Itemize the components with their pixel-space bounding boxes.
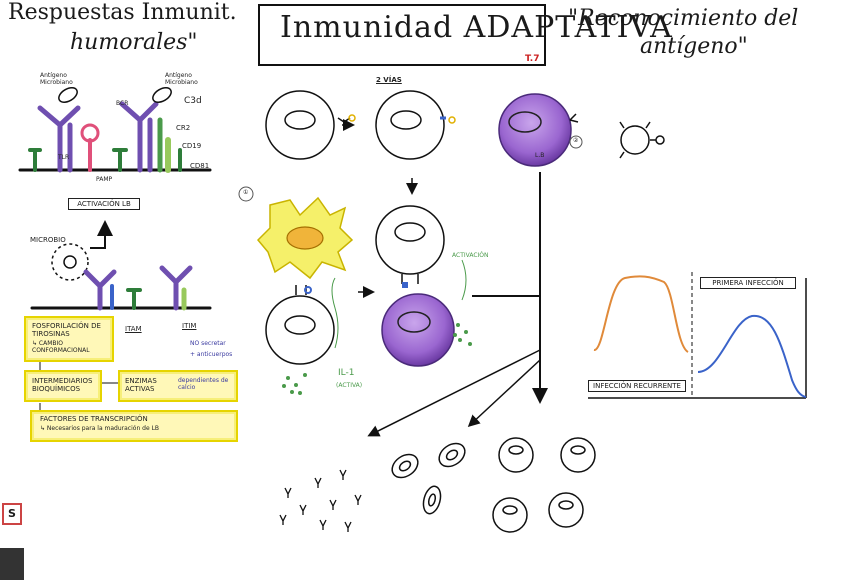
itim-label: ITIM bbox=[182, 322, 197, 330]
no-secrete-label: NO secretar bbox=[190, 340, 226, 347]
plasma-cells bbox=[391, 442, 466, 515]
recurrent-response-curve bbox=[697, 314, 807, 398]
lb-label: L.B bbox=[535, 152, 545, 159]
activation-lb-box: ACTIVACIÓN LB bbox=[68, 198, 140, 210]
microbe-icon bbox=[51, 243, 89, 281]
step-transcription-title: FACTORES DE TRANSCRIPCIÓN bbox=[40, 415, 148, 423]
step-phosphorylation-box: FOSFORILACIÓN DE TIROSINAS ↳ CAMBIO CONF… bbox=[24, 316, 114, 362]
page-edge-shadow bbox=[0, 548, 24, 580]
main-title: Inmunidad ADAPTATIVA bbox=[280, 10, 673, 45]
left-title: Respuestas Inmunit. bbox=[8, 0, 237, 25]
il1-active-label: (ACTIVA) bbox=[336, 382, 363, 389]
antibody-glyphs bbox=[279, 469, 362, 532]
theme-tag: T.7 bbox=[525, 54, 540, 64]
bcr-membrane-2 bbox=[30, 265, 212, 311]
left-subtitle: humorales" bbox=[70, 30, 198, 55]
step-transcription-note: ↳ Necesarios para la maduración de LB bbox=[40, 425, 160, 432]
cytokine-dots-right bbox=[453, 323, 472, 346]
first-infection-box: PRIMERA INFECCIÓN bbox=[700, 277, 796, 289]
c3d-label: C3d bbox=[184, 96, 202, 106]
primary-response-curve bbox=[593, 275, 689, 353]
b-lymphocyte-activated bbox=[498, 93, 579, 167]
response-chart bbox=[588, 272, 807, 399]
cd19-label: CD19 bbox=[182, 142, 202, 150]
two-ways-label: 2 VÍAS bbox=[376, 76, 402, 84]
step-phosphorylation-note: ↳ CAMBIO CONFORMACIONAL bbox=[32, 340, 90, 354]
way-1-label: ① bbox=[243, 189, 249, 196]
antigen-label: Antígeno Microbiano bbox=[40, 72, 73, 86]
step-transcription-box: FACTORES DE TRANSCRIPCIÓN ↳ Necesarios p… bbox=[30, 410, 238, 442]
b-cell-naive bbox=[265, 90, 335, 160]
step-intermediaries-title: INTERMEDIARIOS BIOQUÍMICOS bbox=[32, 377, 93, 393]
calcium-label: dependientes de calcio bbox=[178, 377, 229, 391]
way-2-label: ② bbox=[573, 137, 579, 144]
b-cell-purple-bottom bbox=[381, 293, 455, 367]
recurrent-infection-box: INFECCIÓN RECURRENTE bbox=[588, 380, 686, 392]
cr2-label: CR2 bbox=[176, 124, 191, 132]
right-subtitle: antígeno" bbox=[640, 34, 748, 59]
step-phosphorylation-title: FOSFORILACIÓN DE TIROSINAS bbox=[32, 322, 101, 338]
way-2-marker bbox=[569, 135, 583, 149]
step-enzymes-box: ENZIMAS ACTIVAS dependientes de calcio bbox=[118, 370, 238, 402]
cd81-label: CD81 bbox=[190, 162, 210, 170]
main-title-box bbox=[258, 4, 546, 66]
output-arrows bbox=[367, 172, 548, 437]
microbe-label: MICROBIO bbox=[30, 236, 66, 244]
antigen-label-2: Antígeno Microbiano bbox=[165, 72, 198, 86]
activation-arrow bbox=[90, 220, 113, 249]
enzymes-label: ENZIMAS ACTIVAS bbox=[125, 377, 157, 393]
step-intermediaries-box: INTERMEDIARIOS BIOQUÍMICOS bbox=[24, 370, 102, 402]
b-cell-bound bbox=[375, 90, 456, 160]
cell-with-antibodies bbox=[619, 121, 665, 159]
t-cell-bottom-left bbox=[265, 285, 335, 365]
page-tab: S bbox=[2, 503, 22, 525]
bcr-label: BCR bbox=[116, 100, 129, 107]
right-title: "Reconocimiento del bbox=[568, 6, 799, 31]
memory-cells bbox=[492, 437, 596, 533]
t-cell-mid bbox=[375, 205, 445, 284]
dendritic-cell bbox=[256, 196, 354, 280]
cytokine-dots bbox=[282, 373, 307, 395]
antigen-small bbox=[337, 114, 356, 123]
il1-label: IL-1 bbox=[338, 368, 355, 378]
itam-label: ITAM bbox=[125, 325, 142, 333]
way-1-marker bbox=[238, 186, 254, 202]
activation-label: ACTIVACIÓN bbox=[452, 252, 489, 259]
tlr-label: TLR bbox=[58, 154, 70, 161]
bcr-receptor-complex bbox=[18, 87, 212, 173]
pamp-label: PAMP bbox=[96, 176, 113, 183]
more-antibodies-label: + anticuerpos bbox=[190, 351, 233, 358]
